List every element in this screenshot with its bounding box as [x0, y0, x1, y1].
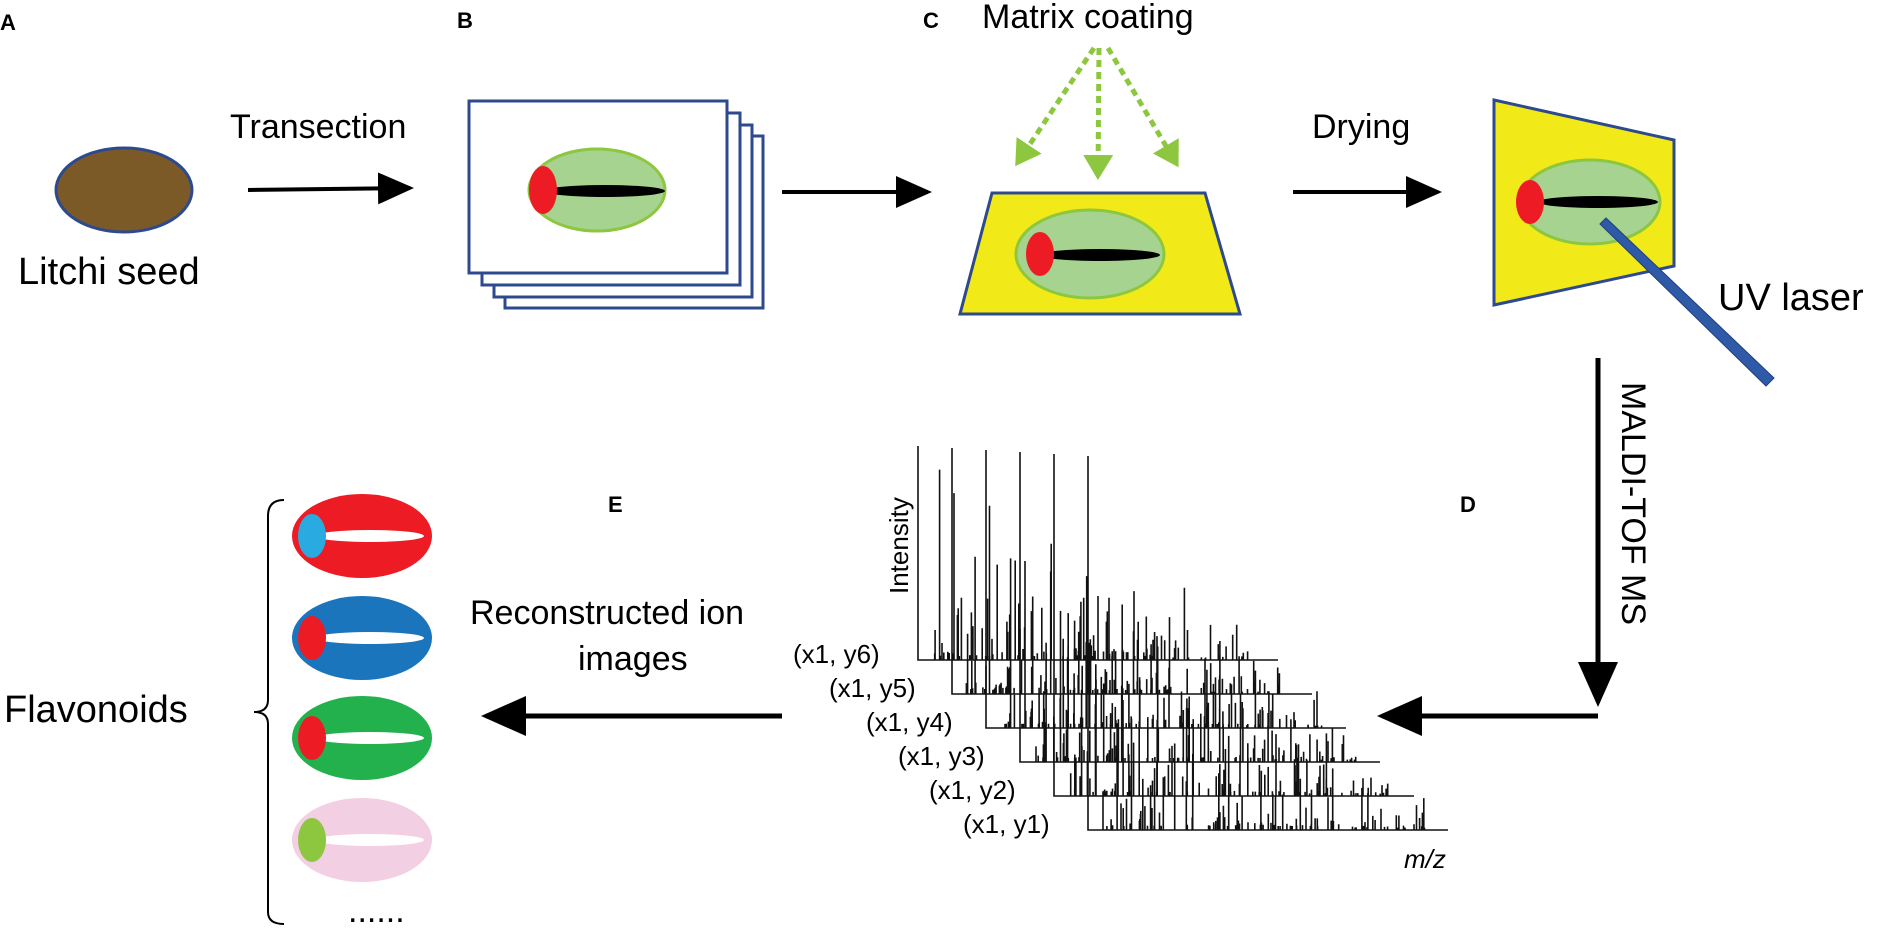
reconstructed-label-line1: Reconstructed ion [470, 594, 744, 632]
section-stack [467, 99, 765, 310]
litchi-seed-shape [54, 146, 194, 234]
drying-label: Drying [1312, 108, 1410, 146]
matrix-coated-slide [958, 191, 1242, 316]
spectrum-labels: (x1, y6) (x1, y5) (x1, y4) (x1, y3) (x1,… [793, 639, 1050, 839]
dried-slide [1492, 98, 1676, 307]
panel-letter-d: D [1460, 492, 1476, 517]
spectrum-label-y5: (x1, y5) [829, 673, 916, 703]
panel-letter-c: C [923, 8, 939, 33]
spectrum-label-y2: (x1, y2) [929, 775, 1016, 805]
ion-image-4 [292, 798, 432, 882]
spectrum-label-y6: (x1, y6) [793, 639, 880, 669]
spectrum-label-y3: (x1, y3) [898, 741, 985, 771]
maldi-tof-label: MALDI-TOF MS [1614, 382, 1652, 625]
ion-image-3 [292, 696, 432, 780]
spectrum-trace-6 [917, 446, 1278, 661]
intensity-axis-label: Intensity [884, 497, 914, 594]
panel-letter-e: E [608, 492, 623, 517]
transection-label: Transection [230, 108, 406, 146]
reconstructed-label-line2: images [578, 640, 688, 678]
uv-laser-label: UV laser [1718, 277, 1864, 319]
spectrum-trace-3 [1019, 452, 1380, 763]
matrix-coating-label: Matrix coating [982, 0, 1194, 36]
spectrum-trace-5 [951, 448, 1312, 695]
panel-letter-b: B [457, 8, 473, 33]
panel-letter-a: A [0, 10, 16, 35]
litchi-seed-label: Litchi seed [18, 251, 200, 293]
ion-image-2 [292, 596, 432, 680]
mz-axis-label: m/z [1404, 844, 1446, 874]
more-ellipsis: ...... [348, 892, 405, 928]
spectrum-trace-1 [1087, 456, 1448, 831]
matrix-spray-arrows [1015, 46, 1179, 180]
flavonoids-label: Flavonoids [4, 689, 188, 731]
spectrum-label-y4: (x1, y4) [866, 707, 953, 737]
mass-spectra-stack [917, 446, 1448, 831]
spectrum-label-y1: (x1, y1) [963, 809, 1050, 839]
transection-arrow [247, 172, 414, 205]
uv-laser-beam [1599, 217, 1775, 387]
ion-image-1 [292, 494, 432, 578]
flavonoids-bracket [253, 499, 285, 925]
